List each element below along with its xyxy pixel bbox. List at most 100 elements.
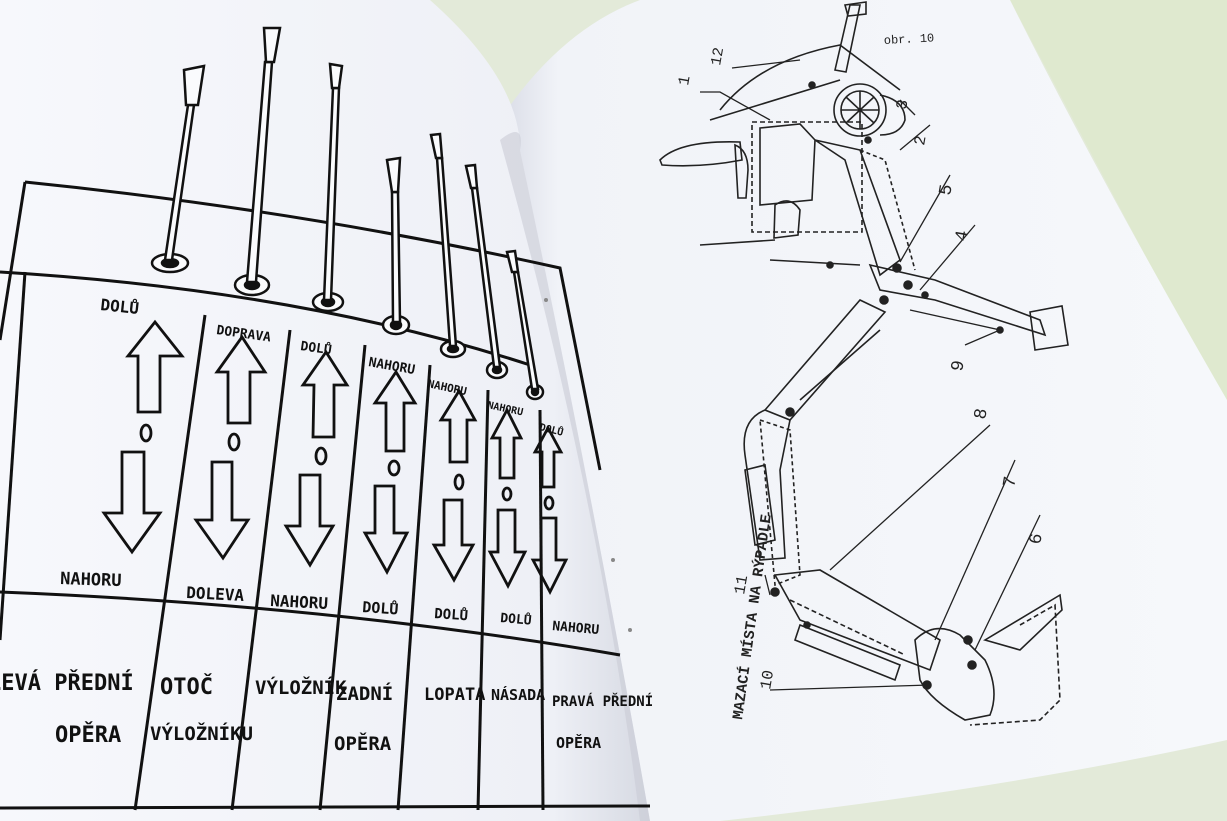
lever-5: [429, 132, 467, 359]
figure-label: obr. 10: [883, 31, 934, 48]
callout-numbers: 1 12 3 2 5 4 9 8 7 6 11 10: [675, 46, 1048, 691]
lever-3: [311, 62, 345, 313]
function-label-2-line1: OTOČ: [160, 674, 213, 700]
function-label-3-line1: VÝLOŽNÍK: [255, 675, 347, 699]
spine-shadow: [500, 132, 650, 821]
right-stabilizer: [868, 263, 1047, 337]
callout-12: 12: [708, 46, 728, 67]
function-label-4-line2: OPĚRA: [334, 732, 392, 755]
right-foot: [1029, 305, 1069, 351]
down-arrow-2: [193, 460, 251, 561]
up-arrow-5: [438, 388, 478, 464]
down-label-1: NAHORU: [60, 569, 122, 591]
callout-4: 4: [952, 229, 974, 243]
frame-box: [751, 121, 863, 233]
up-arrow-6: [489, 406, 524, 480]
chart-bottom-border: [0, 804, 651, 810]
down-label-7: NAHORU: [552, 619, 600, 638]
callout-5: 5: [936, 183, 958, 197]
upper-arm: [834, 4, 861, 73]
seat-back: [659, 141, 743, 167]
col-divider-0: [0, 271, 27, 641]
function-label-1-line1: LEVÁ PŘEDNÍ: [0, 670, 134, 696]
central-column: [814, 139, 901, 277]
column-hidden-edge: [859, 149, 916, 271]
lever-1: [150, 64, 206, 274]
neutral-mark-6: [501, 486, 513, 502]
boom-curve: [743, 409, 791, 561]
down-label-5: DOLŮ: [434, 604, 469, 624]
up-arrow-4: [372, 369, 418, 453]
col-divider-2: [230, 329, 292, 811]
down-label-6: DOLŮ: [500, 610, 533, 629]
boom-cylinder: [744, 464, 776, 546]
neutral-mark-1: [139, 423, 153, 443]
col-divider-3: [318, 344, 367, 811]
down-label-3: NAHORU: [270, 591, 329, 613]
labels-row-divider: [0, 590, 621, 657]
col-divider-6: [538, 409, 545, 811]
chart-top-border: [24, 180, 602, 471]
wheel-fender: [879, 94, 906, 136]
down-arrow-6: [487, 508, 528, 590]
bucket: [914, 627, 995, 721]
callout-2: 2: [911, 134, 930, 147]
function-label-4-line1: ZADNÍ: [336, 682, 393, 705]
dipper-cylinder: [794, 623, 901, 682]
seat-side: [734, 143, 749, 199]
col-divider-1: [133, 314, 207, 811]
boom-ram: [799, 329, 881, 401]
callout-11: 11: [731, 574, 752, 596]
left-lever: [699, 239, 776, 246]
col-divider-4: [396, 364, 432, 811]
up-arrow-3: [300, 349, 350, 439]
up-arrow-1: [125, 319, 185, 414]
right-page: [500, 0, 1227, 821]
up-arrow-7: [532, 425, 564, 489]
callout-3: 3: [893, 98, 912, 111]
neutral-mark-2: [227, 432, 241, 452]
left-stabilizer: [769, 259, 861, 266]
lever-6: [464, 163, 509, 380]
neutral-mark-4: [387, 459, 401, 477]
down-label-2: DOLEVA: [186, 583, 245, 605]
tank: [773, 200, 801, 239]
dipper-hidden: [789, 599, 906, 656]
levers: [150, 26, 545, 401]
bucket-link: [983, 593, 1063, 651]
function-label-7-line1: PRAVÁ PŘEDNÍ: [552, 692, 653, 710]
up-label-3: DOLŮ: [299, 338, 332, 358]
col-divider-5: [476, 389, 490, 811]
cable-2: [709, 79, 841, 121]
direction-arrows: [101, 319, 569, 596]
neutral-mark-3: [314, 446, 328, 466]
callout-1: 1: [675, 74, 694, 87]
down-arrow-3: [283, 473, 336, 568]
bucket-hidden: [969, 603, 1061, 726]
lever-2: [233, 26, 282, 297]
lever-4: [381, 156, 411, 336]
function-label-1-line2: OPĚRA: [55, 722, 121, 748]
boom-hidden: [759, 418, 801, 587]
up-arrow-2: [214, 334, 268, 425]
down-label-4: DOLŮ: [362, 597, 399, 618]
upper-arm-cap: [843, 1, 867, 17]
function-label-6-line1: NÁSADA: [491, 685, 545, 704]
lever-7: [505, 249, 545, 401]
function-label-2-line2: VÝLOŽNÍKU: [150, 721, 253, 745]
callout-9: 9: [948, 359, 970, 373]
callout-8: 8: [971, 407, 993, 421]
binding-holes: [544, 298, 632, 632]
dipper-arm: [773, 569, 941, 672]
function-label-7-line2: OPĚRA: [556, 733, 601, 752]
control-lever-chart: [0, 180, 651, 811]
callout-7: 7: [1000, 475, 1022, 489]
wheel-outer: [833, 83, 887, 137]
engine-block: [759, 123, 816, 206]
down-arrow-7: [530, 516, 569, 596]
wheel-spokes: [841, 91, 879, 129]
neutral-mark-5: [453, 473, 465, 491]
down-arrow-1: [101, 450, 163, 555]
callout-leaders: [700, 59, 1041, 691]
